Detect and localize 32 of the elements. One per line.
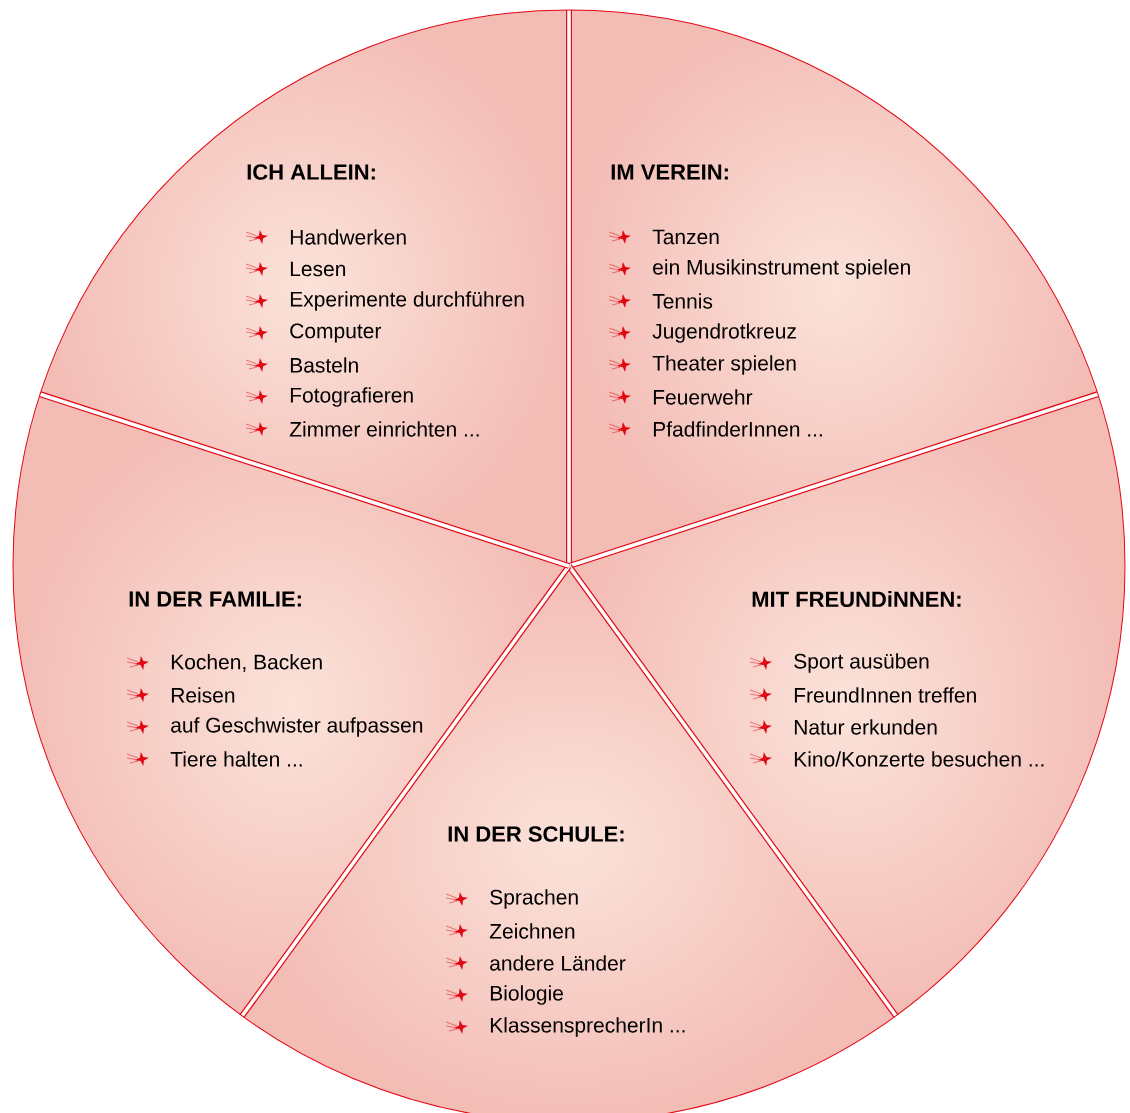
list-item: Sport ausüben xyxy=(794,653,929,673)
list-item: Sprachen xyxy=(490,889,578,909)
sector-heading: IN DER SCHULE: xyxy=(448,826,624,842)
list-item: Zeichnen xyxy=(489,923,575,939)
list-item: Tennis xyxy=(652,293,713,309)
list-item: Feuerwehr xyxy=(653,389,753,405)
list-item: Jugendrotkreuz xyxy=(652,323,796,343)
list-item: ein Musikinstrument spielen xyxy=(653,259,910,279)
list-item: Reisen xyxy=(171,687,235,703)
list-item: Theater spielen xyxy=(652,355,796,375)
list-item: Kochen, Backen xyxy=(171,654,322,672)
list-item: Tanzen xyxy=(652,229,719,245)
list-item: PfadfinderInnen ... xyxy=(653,421,822,437)
list-item: Tiere halten ... xyxy=(170,751,302,767)
list-item: andere Länder xyxy=(490,955,626,971)
list-item: Handwerken xyxy=(290,229,406,245)
list-item: Natur erkunden xyxy=(794,719,937,735)
list-item: auf Geschwister aufpassen xyxy=(171,717,423,737)
list-item: Zimmer einrichten ... xyxy=(289,421,479,437)
list-item: Computer xyxy=(290,323,382,343)
list-item: Basteln xyxy=(290,357,358,373)
list-item: Kino/Konzerte besuchen ... xyxy=(794,751,1044,767)
list-item: KlassensprecherIn ... xyxy=(490,1017,685,1037)
sector-heading: IN DER FAMILIE: xyxy=(129,591,301,607)
list-item: Biologie xyxy=(490,985,563,1005)
sector-heading: MIT FREUNDiNNEN: xyxy=(752,590,961,608)
list-item: FreundInnen treffen xyxy=(794,687,976,703)
sector-heading: IM VEREIN: xyxy=(611,164,728,180)
list-item: Experimente durchführen xyxy=(290,291,524,311)
list-item: Fotografieren xyxy=(290,387,413,407)
list-item: Lesen xyxy=(290,261,346,277)
sector-heading: ICH ALLEIN: xyxy=(247,164,375,180)
